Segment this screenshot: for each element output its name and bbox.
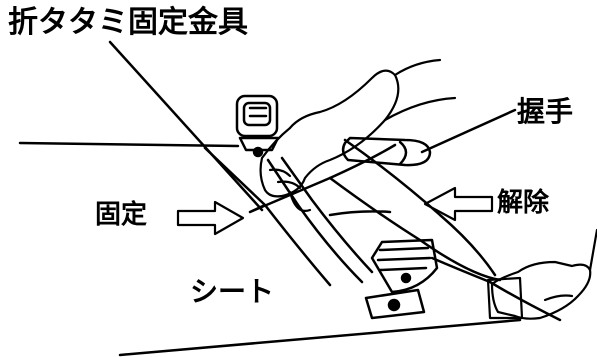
lower-strap — [430, 256, 492, 284]
sheet-bottom-line — [118, 318, 522, 357]
release-arrow — [423, 186, 494, 222]
release-label: 解除 — [497, 188, 550, 218]
upper-bracket — [235, 94, 280, 158]
grip-leader-line — [420, 108, 517, 154]
upper-hand — [259, 58, 457, 212]
title-label: 折タタミ固定金具 — [8, 5, 248, 40]
fix-label: 固定 — [95, 200, 148, 230]
grip-handle — [341, 136, 432, 167]
connecting-rod — [266, 156, 374, 284]
sheet-label: シート — [190, 275, 275, 308]
sheet-right-fold — [488, 280, 562, 322]
title-leader-line — [108, 40, 264, 212]
fix-arrow — [176, 200, 245, 236]
grip-label: 握手 — [517, 95, 574, 128]
lower-hand — [486, 228, 597, 320]
surface-edge-line — [18, 141, 240, 148]
lower-bracket — [364, 238, 439, 320]
